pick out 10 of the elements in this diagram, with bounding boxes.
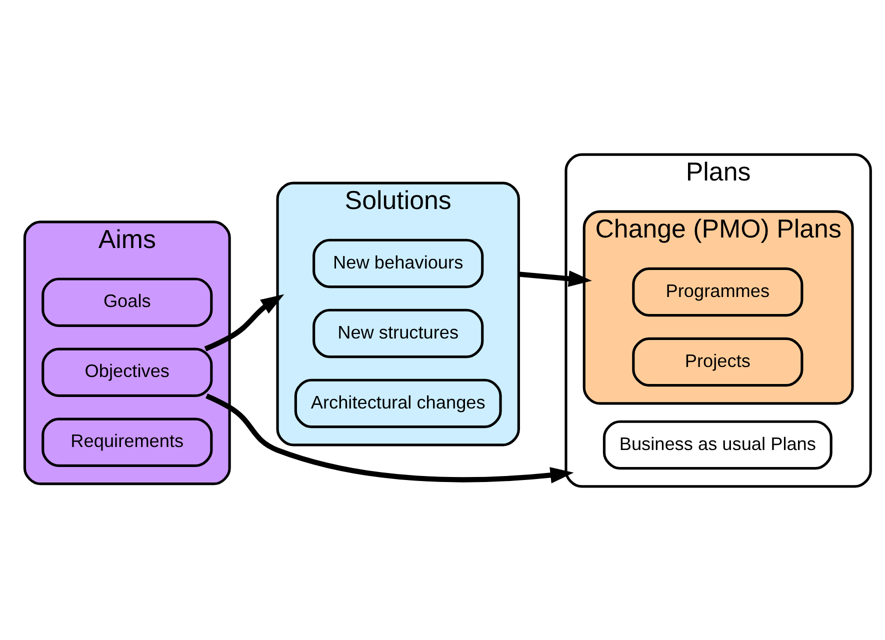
node-box: Architectural changes bbox=[294, 378, 502, 428]
node-box: Requirements bbox=[42, 417, 213, 466]
node-box: Projects bbox=[632, 336, 804, 386]
node-box: Objectives bbox=[42, 347, 213, 396]
arrow bbox=[518, 270, 592, 286]
node-box: Business as usual Plans bbox=[602, 420, 832, 470]
node-box: New structures bbox=[312, 308, 484, 358]
node-box: New behaviours bbox=[312, 238, 484, 288]
node-box: Programmes bbox=[632, 266, 804, 316]
node-box: Goals bbox=[42, 277, 213, 326]
